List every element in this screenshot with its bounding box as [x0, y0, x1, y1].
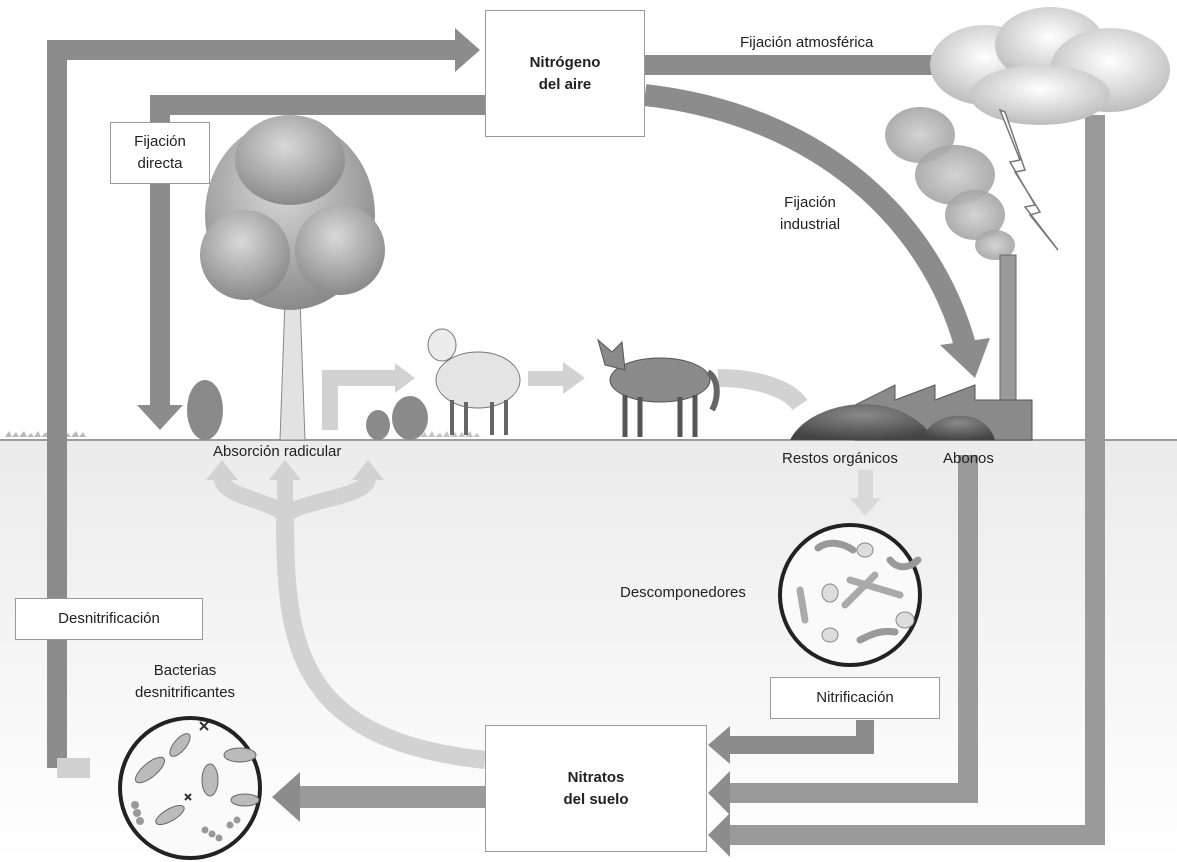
atmospheric-fixation-label: Fijación atmosférica: [740, 32, 873, 54]
sheep-icon: [428, 329, 520, 435]
soil-nitrates-line2: del suelo: [563, 789, 628, 811]
arrowhead-herbivore-to-carnivore: [563, 362, 585, 394]
direct-fixation-box: Fijación directa: [110, 122, 210, 184]
nitrification-box: Nitrificación: [770, 677, 940, 719]
air-nitrogen-box: Nitrógeno del aire: [485, 10, 645, 137]
grass-strip: [5, 431, 180, 437]
nitrification-label: Nitrificación: [816, 687, 894, 709]
bush-icon-3: [392, 396, 428, 440]
denitrification-label: Desnitrificación: [58, 608, 160, 630]
bush-icon-2: [366, 410, 390, 440]
industrial-fixation-line1: Fijación: [780, 192, 840, 214]
denitrification-box: Desnitrificación: [15, 598, 203, 640]
tree-icon: [200, 115, 385, 440]
bacteria-circle: [120, 718, 260, 858]
arrowhead-direct-fixation: [137, 405, 183, 430]
root-absorption-label: Absorción radicular: [213, 441, 341, 463]
arrowhead-to-air-nitrogen: [455, 28, 480, 72]
bush-icon: [187, 380, 223, 440]
industrial-fixation-label: Fijación industrial: [780, 192, 840, 236]
industrial-fixation-line2: industrial: [780, 214, 840, 236]
arrow-remains-to-decomposers: [858, 470, 873, 500]
arrow-to-organic-remains: [718, 378, 800, 405]
organic-remains-label: Restos orgánicos: [782, 448, 898, 470]
arrow-herbivore-to-carnivore: [528, 371, 563, 386]
decomposers-circle: [780, 525, 920, 665]
arrowhead-plant-to-herbivore: [395, 363, 415, 393]
denitrifying-bacteria-label: Bacterias desnitrificantes: [135, 660, 235, 704]
denitrifying-bacteria-line2: desnitrificantes: [135, 682, 235, 704]
wolf-icon: [598, 340, 717, 437]
cloud-icon: [930, 7, 1170, 125]
grass-strip-2: [420, 431, 780, 437]
soil-nitrates-box: Nitratos del suelo: [485, 725, 707, 852]
direct-fixation-line2: directa: [137, 153, 182, 175]
lightning-icon: [1000, 110, 1058, 250]
arrow-atmospheric-fixation: [645, 55, 940, 75]
arrowhead-industrial-fixation: [940, 338, 990, 378]
soil-nitrates-line1: Nitratos: [568, 767, 625, 789]
decomposers-label: Descomponedores: [620, 582, 746, 604]
air-nitrogen-line1: Nitrógeno: [530, 52, 601, 74]
arrow-to-bacteria: [300, 786, 485, 808]
denitrifying-bacteria-line1: Bacterias: [135, 660, 235, 682]
direct-fixation-line1: Fijación: [134, 131, 186, 153]
air-nitrogen-line2: del aire: [539, 74, 592, 96]
fertilizers-label: Abonos: [943, 448, 994, 470]
